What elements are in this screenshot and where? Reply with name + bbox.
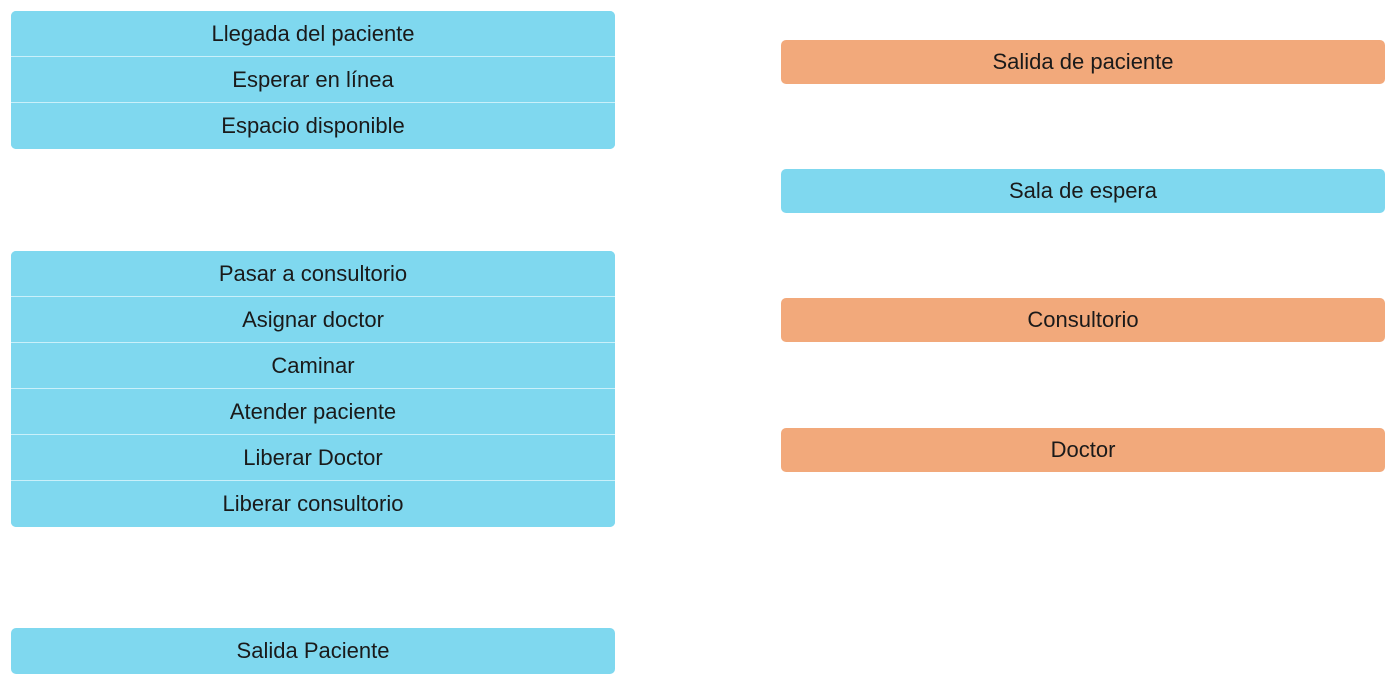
process-block-espacio-disponible[interactable]: Espacio disponible: [11, 103, 615, 149]
process-block-liberar-consultorio[interactable]: Liberar consultorio: [11, 481, 615, 527]
process-block-llegada-del-paciente[interactable]: Llegada del paciente: [11, 11, 615, 57]
consult-process-stack: Pasar a consultorio Asignar doctor Camin…: [11, 251, 615, 527]
entity-consultorio[interactable]: Consultorio: [781, 298, 1385, 342]
process-block-asignar-doctor[interactable]: Asignar doctor: [11, 297, 615, 343]
process-block-pasar-a-consultorio[interactable]: Pasar a consultorio: [11, 251, 615, 297]
process-block-caminar[interactable]: Caminar: [11, 343, 615, 389]
entity-doctor[interactable]: Doctor: [781, 428, 1385, 472]
entity-sala-de-espera[interactable]: Sala de espera: [781, 169, 1385, 213]
entity-salida-de-paciente[interactable]: Salida de paciente: [781, 40, 1385, 84]
process-block-liberar-doctor[interactable]: Liberar Doctor: [11, 435, 615, 481]
process-block-atender-paciente[interactable]: Atender paciente: [11, 389, 615, 435]
process-block-esperar-en-linea[interactable]: Esperar en línea: [11, 57, 615, 103]
process-block-salida-paciente[interactable]: Salida Paciente: [11, 628, 615, 674]
arrival-process-stack: Llegada del paciente Esperar en línea Es…: [11, 11, 615, 149]
exit-process-stack: Salida Paciente: [11, 628, 615, 674]
